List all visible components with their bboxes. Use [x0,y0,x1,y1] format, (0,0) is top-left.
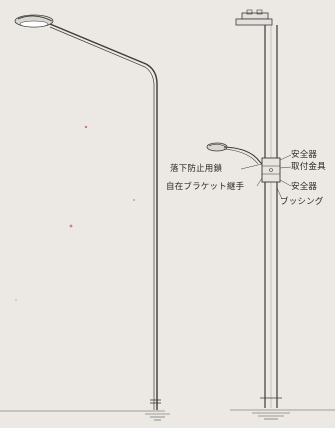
speck [133,199,135,201]
utility-pole [206,9,292,408]
left-arm [49,23,158,85]
left-ground [0,410,170,421]
label-safety-device-top: 安全器 [291,150,318,160]
left-arm-inner [49,26,155,85]
left-luminaire-icon [14,14,54,28]
pole-crossarm [235,18,273,26]
left-streetlight [14,14,161,410]
label-fall-prevention-chain: 落下防止用鎖 [170,164,223,174]
label-mounting-hardware: 取付金具 [291,162,326,172]
bracket-arm [223,146,264,166]
speck [69,224,73,228]
speck [15,299,17,301]
mounting-box [261,157,281,183]
speck [84,125,88,129]
pole-top-fitting [241,12,269,20]
label-bushing: ブッシング [280,197,324,207]
label-self-bracket-joint: 自在ブラケット継手 [166,182,245,192]
label-safety-device-bottom: 安全器 [291,182,318,192]
right-ground [230,409,335,420]
